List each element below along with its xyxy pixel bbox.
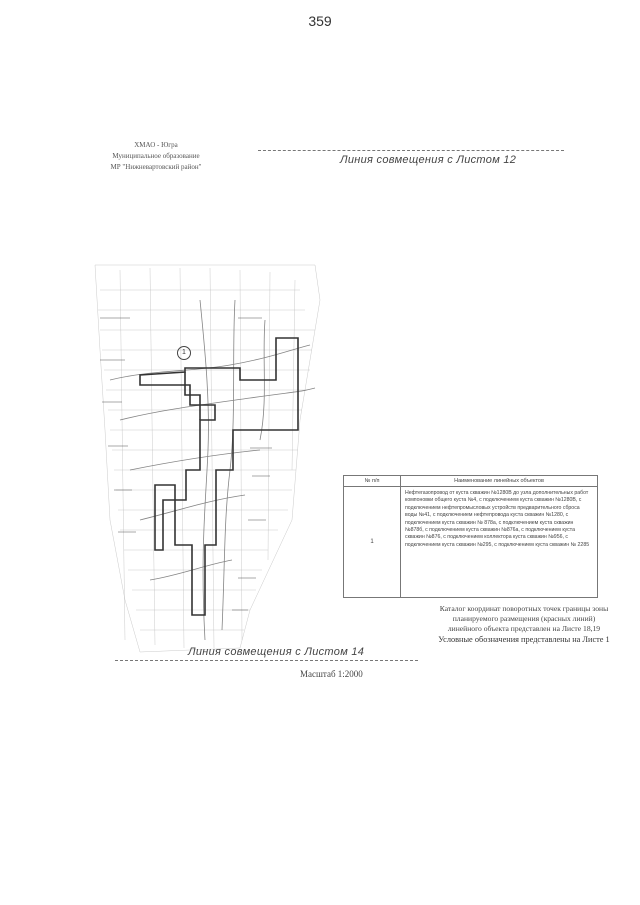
- legend-header-num: № п/п: [343, 475, 401, 487]
- header-line-district: МР "Нижневартовский район": [110, 163, 202, 171]
- page-number: 359: [308, 13, 332, 29]
- bottom-matchline-label: Линия совмещения с Листом 14: [188, 646, 365, 658]
- legend-table: № п/п Наименование линейных объектов 1 Н…: [343, 475, 598, 598]
- note-catalog: Каталог координат поворотных точек грани…: [439, 604, 609, 633]
- top-matchline: [258, 150, 564, 151]
- map-marker: 1: [177, 346, 191, 360]
- header-block: ХМАО - Югра Муниципальное образование МР…: [86, 140, 226, 173]
- header-line-municipality: Муниципальное образование: [112, 152, 200, 160]
- note-legend: Условные обозначения представлены на Лис…: [438, 635, 610, 644]
- table-row: 1 Нефтегазопровод от куста скважин №1280…: [343, 486, 598, 598]
- top-matchline-label: Линия совмещения с Листом 12: [340, 154, 517, 166]
- legend-row-num: 1: [343, 486, 401, 598]
- legend-header-name: Наименование линейных объектов: [400, 475, 598, 487]
- scale-label: Масштаб 1:2000: [300, 669, 363, 679]
- legend-row-name: Нефтегазопровод от куста скважин №1280В …: [400, 486, 598, 598]
- bottom-matchline: [115, 660, 418, 661]
- legend-table-header-row: № п/п Наименование линейных объектов: [343, 475, 598, 487]
- notes-block: Каталог координат поворотных точек грани…: [438, 604, 610, 645]
- header-line-region: ХМАО - Югра: [134, 141, 178, 149]
